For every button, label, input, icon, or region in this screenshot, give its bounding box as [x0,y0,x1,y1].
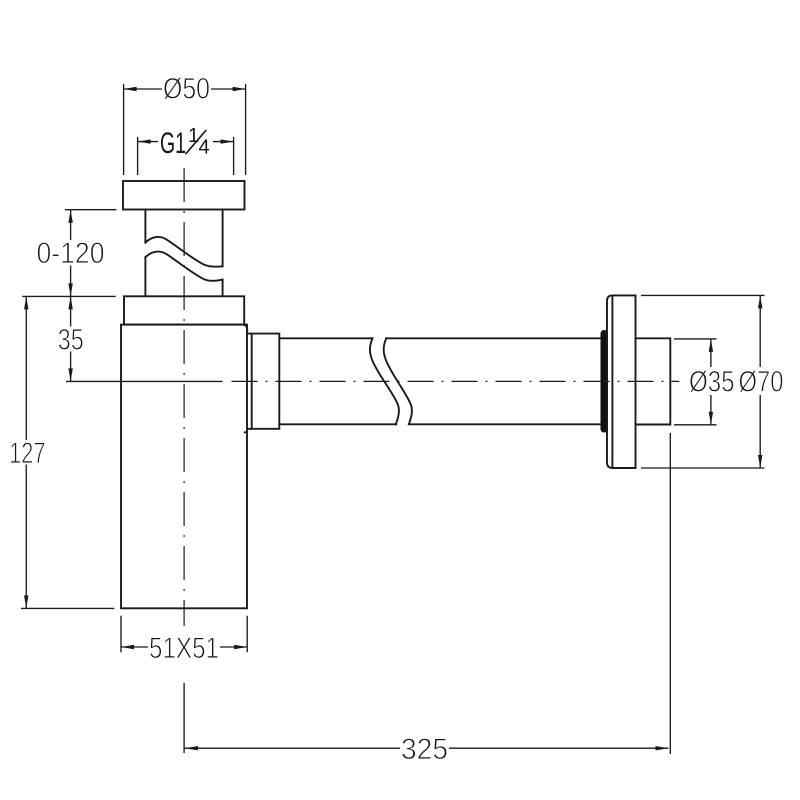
svg-text:Ø35: Ø35 [689,366,735,399]
svg-text:35: 35 [58,324,84,357]
svg-text:0-120: 0-120 [37,237,105,270]
svg-text:1: 1 [188,125,199,147]
svg-text:G1: G1 [160,127,186,160]
svg-text:Ø70: Ø70 [739,366,784,399]
svg-text:Ø50: Ø50 [163,73,210,106]
svg-text:4: 4 [199,136,210,158]
svg-text:51X51: 51X51 [149,632,219,665]
svg-text:127: 127 [9,437,45,470]
svg-text:325: 325 [401,733,448,766]
